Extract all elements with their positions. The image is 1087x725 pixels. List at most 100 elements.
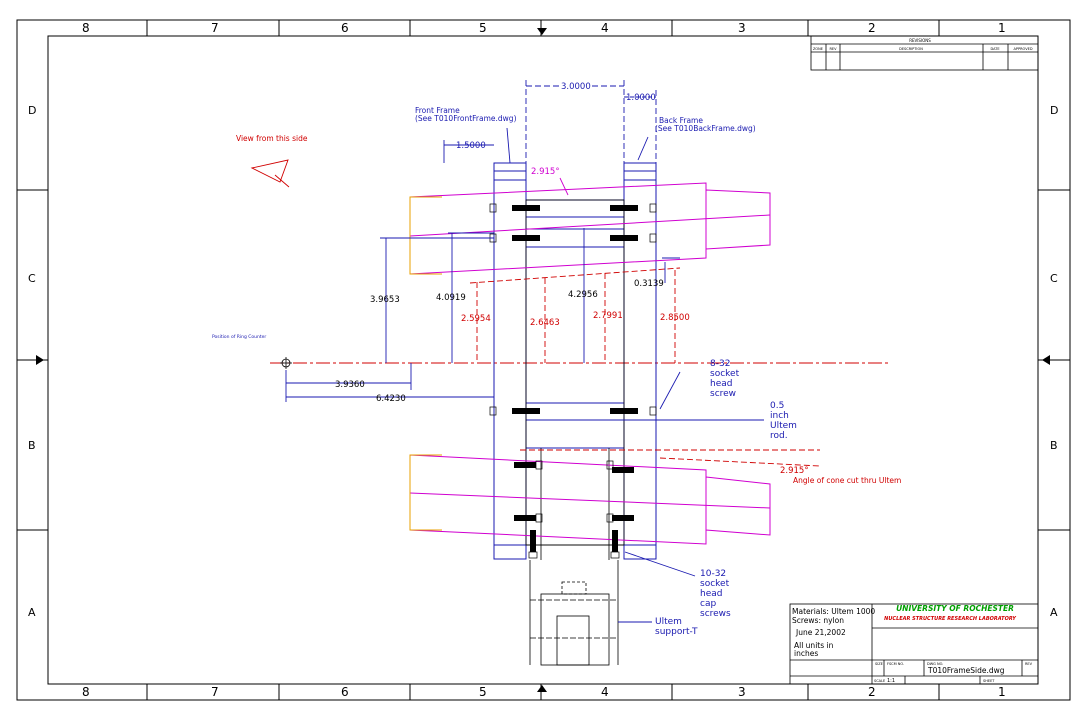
row-label: A xyxy=(1050,606,1058,619)
title-units: inches xyxy=(794,649,818,658)
col-label: 1 xyxy=(998,685,1006,699)
drawing-number: T010FrameSide.dwg xyxy=(927,666,1005,675)
support-t-note: support-T xyxy=(655,627,698,637)
row-label: D xyxy=(1050,104,1058,117)
angle-leader-top xyxy=(559,177,569,196)
dim-2-7991: 2.7991 xyxy=(593,311,623,321)
dim-2-5954: 2.5954 xyxy=(461,314,491,324)
dim-angle-bottom: 2.915° xyxy=(780,466,809,476)
dim-4-2956: 4.2956 xyxy=(568,290,598,300)
row-label: A xyxy=(28,606,36,619)
col-label: 4 xyxy=(601,21,609,35)
dim-1-0000: 1.0000 xyxy=(626,93,656,103)
row-labels-left: D C B A xyxy=(28,104,36,619)
row-label: C xyxy=(1050,272,1058,285)
dim-4-0919: 4.0919 xyxy=(436,293,466,303)
revision-header: DATE xyxy=(990,47,999,51)
lower-cone xyxy=(409,454,771,545)
socket-screw-note: 8-32 xyxy=(710,359,730,369)
title-material: Materials: Ultem 1000 xyxy=(792,607,875,616)
rod-outline xyxy=(525,199,625,560)
size-label: SIZE xyxy=(875,662,883,666)
dim-6-4230: 6.4230 xyxy=(376,394,406,404)
view-arrow-symbol xyxy=(250,159,290,188)
sheet-label: SHEET xyxy=(983,679,995,683)
col-label: 6 xyxy=(341,685,349,699)
row-label: C xyxy=(28,272,36,285)
col-label: 7 xyxy=(211,685,219,699)
dim-angle-top: 2.915° xyxy=(531,167,560,177)
title-block xyxy=(789,603,1039,685)
dimension-lines xyxy=(285,80,764,623)
front-frame-note: Front Frame xyxy=(415,106,460,115)
col-label: 8 xyxy=(82,21,90,35)
cap-screws-note: socket xyxy=(700,579,730,589)
ultem-rod-note: inch xyxy=(770,411,789,421)
ultem-rod-note: Ultem xyxy=(770,421,797,431)
cap-screws-note: 10-32 xyxy=(700,569,726,579)
col-label: 3 xyxy=(738,21,746,35)
ultem-rod-note: 0.5 xyxy=(770,401,784,411)
dim-3-0000: 3.0000 xyxy=(561,82,591,92)
col-label: 1 xyxy=(998,21,1006,35)
front-frame-note: (See T010FrontFrame.dwg) xyxy=(415,114,517,123)
university-name: UNIVERSITY OF ROCHESTER xyxy=(896,604,1014,613)
col-label: 5 xyxy=(479,685,487,699)
col-label: 3 xyxy=(738,685,746,699)
dwg-label: DWG NO. xyxy=(927,662,943,666)
upper-cone xyxy=(409,182,771,275)
dim-2-8500: 2.8500 xyxy=(660,313,690,323)
ultem-rod-note: rod. xyxy=(770,431,788,441)
rev-label: REV xyxy=(1025,662,1033,666)
title-screws: Screws: nylon xyxy=(792,616,844,625)
cone-angle-note: Angle of cone cut thru Ultem xyxy=(793,476,901,485)
revision-header: ZONE xyxy=(813,47,823,51)
cap-screws-note: screws xyxy=(700,609,731,619)
cap-screws-note: head xyxy=(700,589,722,599)
back-frame-note: Back Frame xyxy=(659,116,703,125)
ring-center-note: Position of Ring Counter xyxy=(212,334,266,340)
cap-screws xyxy=(514,460,634,559)
col-label: 7 xyxy=(211,21,219,35)
drawing-border xyxy=(16,19,1071,701)
row-label: B xyxy=(1050,439,1058,452)
col-label: 2 xyxy=(868,21,876,35)
socket-screw-note: head xyxy=(710,379,732,389)
cap-screws-note: cap xyxy=(700,599,716,609)
socket-screws xyxy=(489,203,657,416)
col-label: 2 xyxy=(868,685,876,699)
socket-screw-note: screw xyxy=(710,389,736,399)
dim-3-9653: 3.9653 xyxy=(370,295,400,305)
center-markers xyxy=(36,28,1050,692)
lab-name: NUCLEAR STRUCTURE RESEARCH LABORATORY xyxy=(884,616,1017,622)
row-label: B xyxy=(28,439,36,452)
row-label: D xyxy=(28,104,36,117)
scale-label: SCALE xyxy=(874,679,885,683)
title-units: All units in xyxy=(794,641,834,650)
revision-header: APPROVED xyxy=(1013,47,1032,51)
revision-header: REV xyxy=(829,47,837,51)
col-label: 4 xyxy=(601,685,609,699)
support-t-note: Ultem xyxy=(655,617,682,627)
dim-3-9360: 3.9360 xyxy=(335,380,365,390)
column-labels-top: 8 7 6 5 4 3 2 1 xyxy=(82,21,1006,35)
socket-screw-note: socket xyxy=(710,369,740,379)
row-labels-right: D C B A xyxy=(1050,104,1058,619)
col-label: 6 xyxy=(341,21,349,35)
scale-value: 1:1 xyxy=(887,678,895,684)
col-label: 5 xyxy=(479,21,487,35)
fscm-label: FSCM NO. xyxy=(887,662,904,666)
red-dimension-lines xyxy=(469,267,821,467)
revision-block xyxy=(810,35,1039,71)
support-t xyxy=(529,560,619,666)
dim-2-6463: 2.6463 xyxy=(530,318,560,328)
dim-1-5000: 1.5000 xyxy=(456,141,486,151)
back-frame-note: (See T010BackFrame.dwg) xyxy=(655,124,756,133)
ring-center-mark xyxy=(280,357,292,369)
column-labels-bottom: 8 7 6 5 4 3 2 1 xyxy=(82,685,1006,699)
revision-title: REVISIONS xyxy=(909,38,931,43)
col-label: 8 xyxy=(82,685,90,699)
view-from-note: View from this side xyxy=(236,134,308,143)
title-date: June 21,2002 xyxy=(795,628,846,637)
